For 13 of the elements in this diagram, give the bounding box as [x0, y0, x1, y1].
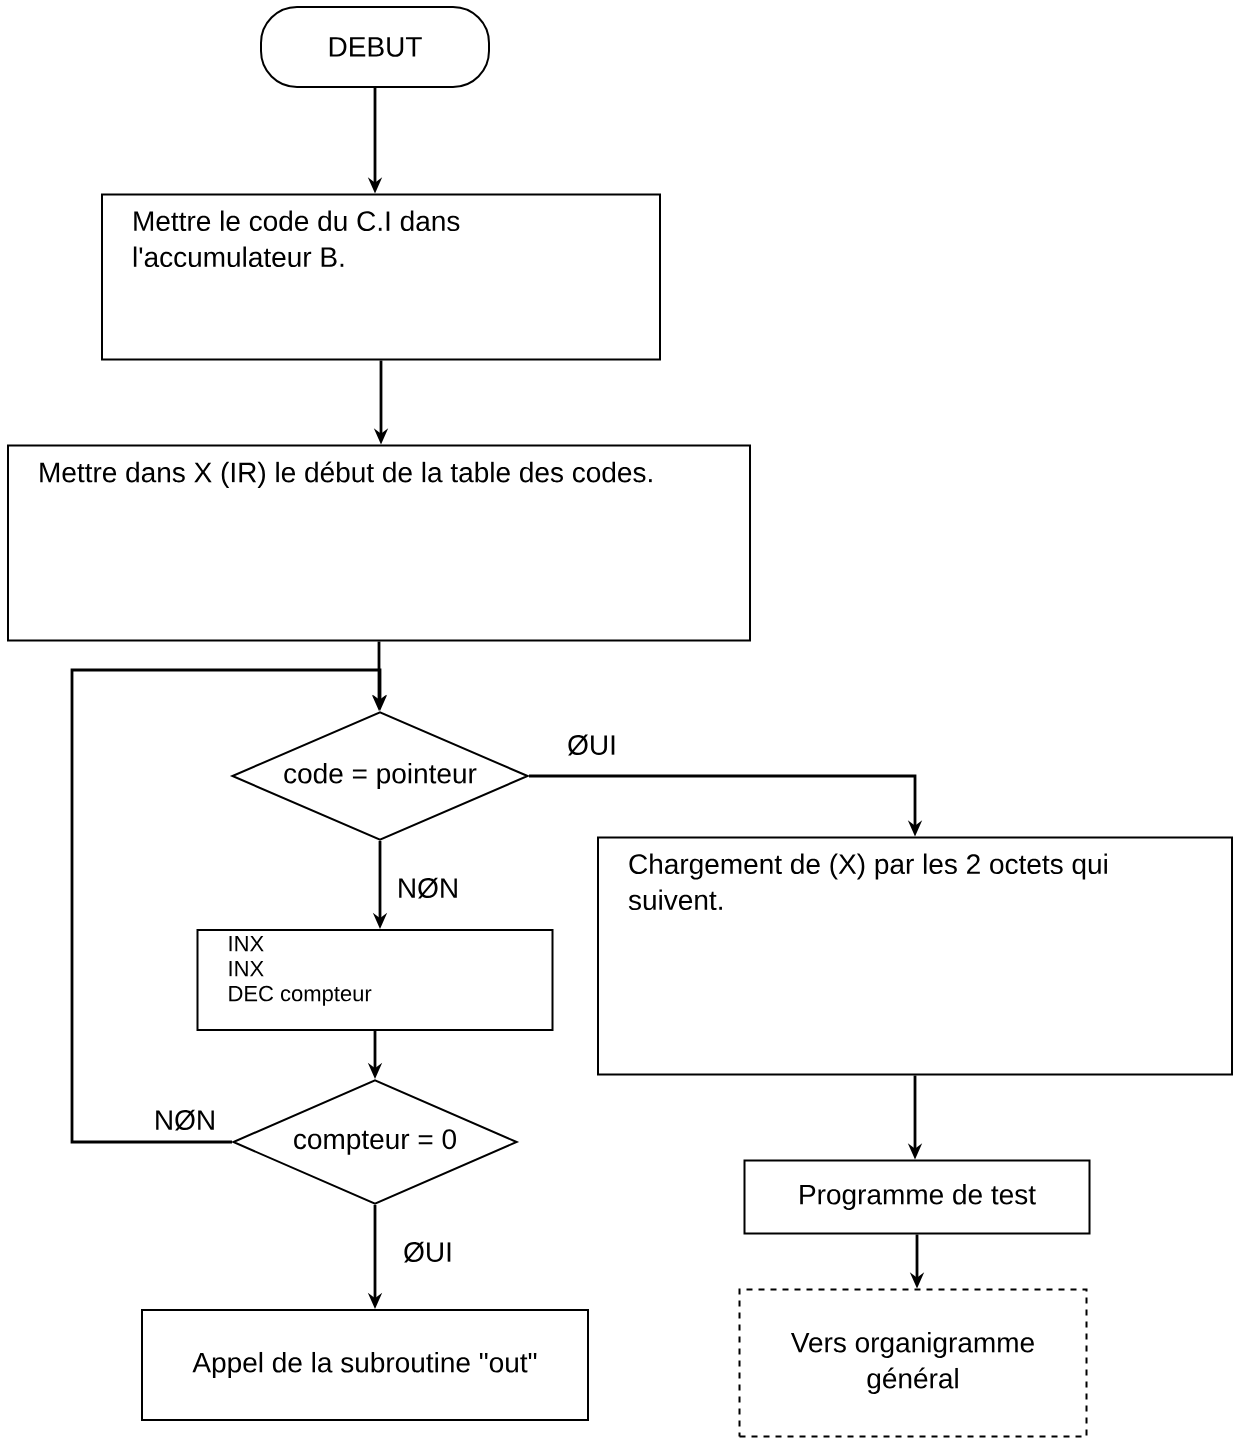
process-box: Appel de la subroutine "out": [141, 1309, 589, 1421]
edge-label: ØUI: [401, 1239, 455, 1265]
connector-box: Vers organigramme général: [738, 1288, 1088, 1438]
process-box: Chargement de (X) par les 2 octets qui suivent.: [597, 836, 1233, 1076]
start-terminal: DEBUT: [260, 6, 490, 88]
edge-label: NØN: [394, 875, 462, 901]
process-box: Mettre le code du C.I dans l'accumulateur B.: [101, 193, 661, 361]
edge-label: ØUI: [565, 732, 619, 758]
edge-label: NØN: [151, 1107, 219, 1133]
process-box: INX INX DEC compteur: [196, 929, 554, 1031]
process-box: Mettre dans X (IR) le début de la table des codes.: [7, 444, 751, 642]
process-box: Programme de test: [743, 1159, 1091, 1235]
arrow: [70, 668, 388, 1144]
